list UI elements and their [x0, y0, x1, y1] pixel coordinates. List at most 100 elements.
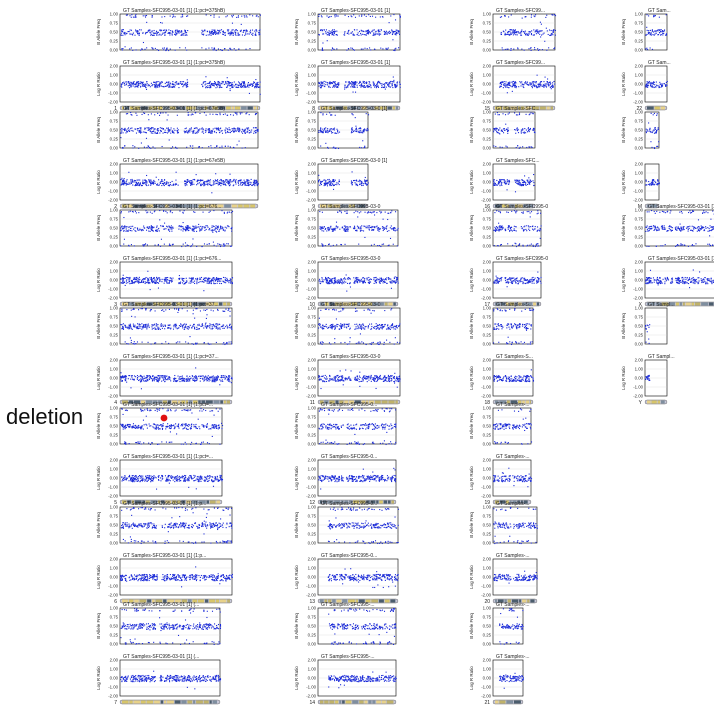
- data-point: [184, 183, 186, 185]
- tick-label: 2.00: [483, 162, 492, 167]
- data-point: [132, 32, 134, 34]
- data-point: [258, 34, 260, 36]
- data-point: [366, 277, 368, 279]
- data-point: [129, 129, 131, 131]
- data-point: [135, 86, 137, 88]
- data-point: [146, 174, 148, 177]
- data-point: [213, 14, 215, 16]
- data-point: [372, 229, 374, 231]
- data-point: [344, 31, 346, 33]
- data-point: [157, 31, 159, 33]
- data-point: [168, 282, 170, 284]
- data-point: [364, 280, 366, 282]
- data-point: [339, 281, 341, 283]
- data-point: [141, 281, 143, 283]
- data-point: [527, 34, 529, 36]
- data-point: [169, 226, 171, 228]
- data-point: [166, 84, 168, 86]
- data-point: [186, 84, 188, 86]
- data-point: [645, 48, 647, 50]
- data-point: [390, 287, 392, 289]
- data-point: [134, 146, 136, 148]
- data-point: [399, 16, 401, 18]
- data-point: [528, 114, 530, 116]
- data-point: [206, 280, 208, 282]
- data-point: [176, 30, 178, 32]
- data-point: [529, 129, 531, 131]
- baf-axis-label: B Allele Freq: [469, 215, 474, 241]
- data-point: [391, 210, 393, 212]
- data-point: [120, 212, 122, 214]
- data-point: [348, 83, 350, 85]
- tick-label: 0.00: [308, 180, 317, 185]
- chromosome-ideogram: [119, 203, 259, 209]
- data-point: [328, 243, 330, 245]
- data-point: [146, 181, 148, 183]
- data-point: [508, 278, 510, 280]
- data-point: [528, 84, 530, 86]
- data-point: [357, 279, 360, 281]
- data-point: [324, 183, 326, 186]
- data-point: [395, 281, 397, 283]
- baf-axis-label: B Allele Freq: [621, 117, 626, 143]
- data-point: [227, 225, 229, 227]
- data-point: [256, 113, 258, 115]
- data-point: [212, 33, 214, 35]
- data-point: [397, 282, 399, 284]
- data-point: [240, 179, 242, 181]
- data-point: [232, 130, 234, 132]
- data-point: [647, 85, 649, 87]
- data-point: [373, 84, 375, 86]
- data-point: [543, 85, 545, 87]
- data-point: [201, 228, 203, 230]
- data-point: [522, 179, 524, 182]
- data-point: [136, 184, 138, 186]
- data-point: [147, 227, 149, 229]
- data-point: [535, 244, 537, 246]
- data-point: [347, 277, 349, 279]
- data-point: [208, 211, 210, 213]
- data-point: [213, 283, 215, 285]
- data-point: [384, 281, 386, 283]
- data-point: [249, 132, 251, 134]
- data-point: [501, 225, 503, 227]
- data-point: [247, 84, 249, 86]
- data-point: [138, 32, 140, 34]
- data-point: [171, 34, 173, 36]
- data-point: [651, 86, 653, 88]
- data-point: [191, 278, 193, 280]
- data-point: [326, 183, 329, 185]
- data-point: [120, 230, 122, 232]
- data-point: [206, 31, 209, 33]
- data-point: [216, 86, 218, 88]
- data-point: [550, 34, 552, 36]
- data-point: [502, 49, 504, 51]
- data-point: [511, 282, 514, 285]
- data-point: [347, 278, 349, 280]
- data-point: [507, 132, 509, 134]
- data-point: [170, 30, 172, 32]
- baf-points: [319, 210, 399, 248]
- data-point: [522, 128, 524, 130]
- data-point: [125, 113, 127, 115]
- data-point: [183, 283, 185, 285]
- data-point: [318, 15, 320, 17]
- data-point: [368, 282, 370, 284]
- data-point: [550, 82, 552, 84]
- data-point: [538, 278, 540, 280]
- data-point: [496, 130, 498, 133]
- data-point: [142, 183, 144, 185]
- data-point: [499, 180, 501, 182]
- data-point: [148, 184, 150, 186]
- data-point: [252, 34, 254, 36]
- data-point: [321, 49, 323, 51]
- data-point: [207, 182, 209, 184]
- data-point: [222, 181, 225, 183]
- data-point: [507, 279, 509, 281]
- data-point: [227, 85, 229, 87]
- data-point: [645, 34, 647, 36]
- data-point: [350, 182, 352, 184]
- data-point: [155, 87, 157, 89]
- data-point: [210, 281, 212, 283]
- data-point: [528, 177, 530, 179]
